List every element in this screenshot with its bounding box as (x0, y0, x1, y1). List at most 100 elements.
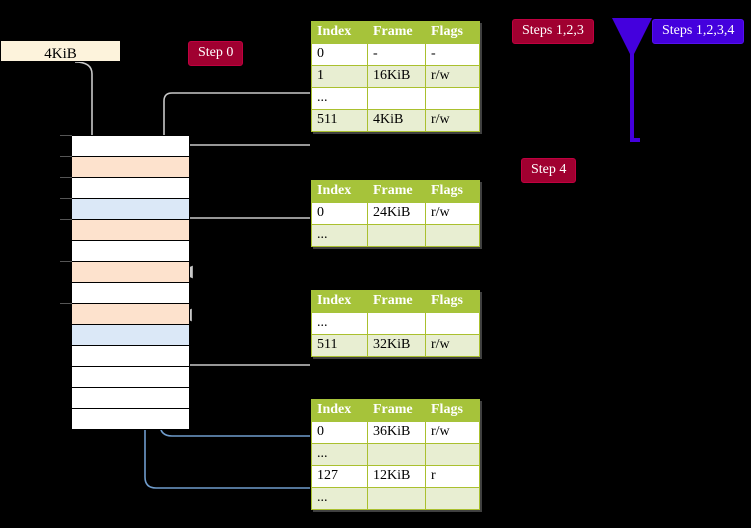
memory-row (71, 366, 190, 388)
memory-row (71, 135, 190, 157)
table-cell: r/w (425, 202, 480, 225)
table-cell: ... (311, 487, 368, 510)
table-header-row: Index Frame Flags (311, 399, 480, 422)
memory-tick (60, 156, 72, 157)
memory-row (71, 240, 190, 262)
table-cell: ... (311, 312, 368, 335)
memory-row (71, 408, 190, 430)
memory-row (71, 219, 190, 241)
table-cell: r/w (425, 65, 480, 88)
table-row: ... (311, 443, 480, 466)
memory-tick (60, 219, 72, 220)
table-cell: ... (311, 87, 368, 110)
column-header-index: Index (311, 180, 368, 203)
memory-row (71, 303, 190, 325)
column-header-index: Index (311, 290, 368, 313)
table-header-row: Index Frame Flags (311, 180, 480, 203)
table-cell: 127 (311, 465, 368, 488)
table-cell (425, 224, 480, 247)
table-cell: r/w (425, 109, 480, 132)
table-cell: r/w (425, 421, 480, 444)
step-4-badge: Step 4 (521, 158, 577, 183)
table-cell: ... (311, 224, 368, 247)
steps-1234-badge: Steps 1,2,3,4 (652, 19, 745, 44)
pdpt-0-connector (178, 217, 310, 279)
table-cell (425, 312, 480, 335)
table-cell: r (425, 465, 480, 488)
memory-tick (60, 303, 72, 304)
memory-row (71, 387, 190, 409)
table-cell: - (425, 43, 480, 66)
memory-row (71, 198, 190, 220)
table-cell (425, 443, 480, 466)
steps-123-badge: Steps 1,2,3 (512, 19, 594, 44)
memory-row (71, 261, 190, 283)
memory-row (71, 345, 190, 367)
table-cell: 4KiB (367, 109, 426, 132)
table-cell (367, 87, 426, 110)
table-cell: 0 (311, 43, 368, 66)
table-cell: 0 (311, 202, 368, 225)
memory-row (71, 324, 190, 346)
table-cell (367, 312, 426, 335)
column-header-index: Index (311, 21, 368, 44)
table-cell: 12KiB (367, 465, 426, 488)
column-header-flags: Flags (425, 399, 480, 422)
table-row: ... (311, 312, 480, 335)
column-header-index: Index (311, 399, 368, 422)
table-row: ... (311, 487, 480, 510)
memory-tick (60, 135, 72, 136)
table-row: ... (311, 224, 480, 247)
table-cell: - (367, 43, 426, 66)
column-header-flags: Flags (425, 290, 480, 313)
column-header-flags: Flags (425, 180, 480, 203)
memory-tick (60, 177, 72, 178)
table-cell (367, 487, 426, 510)
column-header-frame: Frame (367, 180, 426, 203)
table-cell: ... (311, 443, 368, 466)
memory-size-label: 4KiB (0, 40, 121, 62)
table-cell: r/w (425, 334, 480, 357)
physical-memory-column (71, 135, 190, 430)
table-cell: 0 (311, 421, 368, 444)
column-header-flags: Flags (425, 21, 480, 44)
table-row: 0-- (311, 43, 480, 66)
column-header-frame: Frame (367, 290, 426, 313)
table-cell (425, 487, 480, 510)
memory-tick (60, 261, 72, 262)
table-cell (367, 224, 426, 247)
memory-row (71, 282, 190, 304)
table-cell: 36KiB (367, 421, 426, 444)
pd-511-connector (177, 308, 310, 366)
memory-tick (60, 198, 72, 199)
step-0-badge: Step 0 (188, 41, 244, 66)
table-cell: 511 (311, 109, 368, 132)
steps-flow-arrow (612, 18, 652, 142)
memory-row (71, 177, 190, 199)
memory-row (71, 156, 190, 178)
table-cell (367, 443, 426, 466)
table-row: ... (311, 87, 480, 110)
table-cell: 32KiB (367, 334, 426, 357)
table-header-row: Index Frame Flags (311, 290, 480, 313)
table-cell (425, 87, 480, 110)
table-cell: 16KiB (367, 65, 426, 88)
table-header-row: Index Frame Flags (311, 21, 480, 44)
column-header-frame: Frame (367, 399, 426, 422)
column-header-frame: Frame (367, 21, 426, 44)
table-cell: 1 (311, 65, 368, 88)
table-cell: 511 (311, 334, 368, 357)
table-cell: 24KiB (367, 202, 426, 225)
